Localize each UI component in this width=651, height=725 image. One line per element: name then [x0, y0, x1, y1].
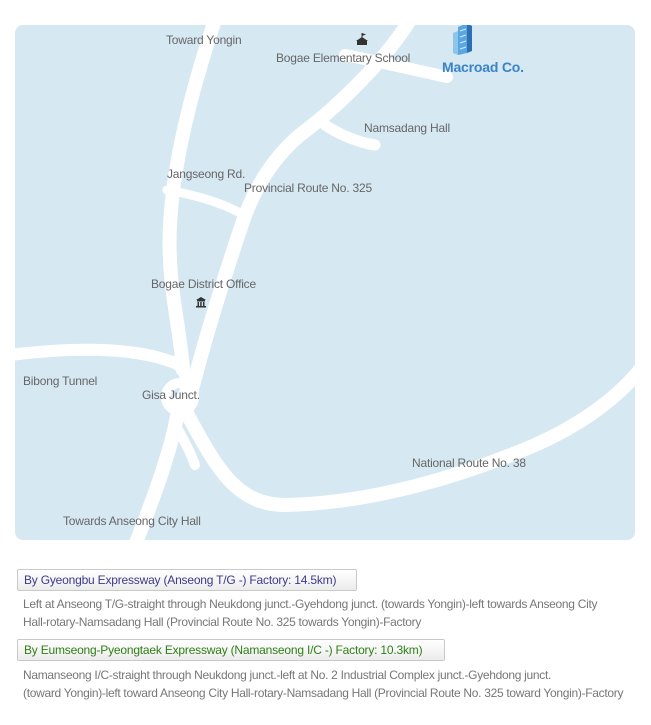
- road-network: [15, 25, 635, 540]
- road-gisa-fork: [170, 418, 200, 470]
- route-heading-eumseong: By Eumseong-Pyeongtaek Expressway (Naman…: [17, 639, 445, 661]
- label-jangseong: Jangseong Rd.: [167, 167, 246, 181]
- label-national-route: National Route No. 38: [412, 456, 526, 470]
- building-icon: [453, 25, 472, 55]
- label-gisa-junct: Gisa Junct.: [142, 388, 200, 402]
- label-bibong-tunnel: Bibong Tunnel: [23, 374, 98, 388]
- route-line: (toward Yongin)-left toward Anseong City…: [23, 686, 624, 700]
- route-line: Hall-rotary-Namsadang Hall (Provincial R…: [23, 615, 422, 629]
- label-bogae-school: Bogae Elementary School: [276, 51, 411, 65]
- road-to-company: [339, 49, 453, 83]
- label-namsadang: Namsadang Hall: [364, 121, 450, 135]
- route-heading-gyeongbu: By Gyeongbu Expressway (Anseong T/G -) F…: [17, 569, 357, 591]
- road-national-38: [178, 365, 635, 512]
- label-toward-yongin: Toward Yongin: [166, 33, 242, 47]
- school-icon: [356, 33, 368, 45]
- route-map: Toward Yongin Bogae Elementary School Ma…: [15, 25, 635, 540]
- district-office-icon: [196, 297, 206, 308]
- road-toward-yongin: [162, 25, 221, 377]
- road-jangseong: [162, 185, 252, 222]
- route-description-gyeongbu: Left at Anseong T/G-straight through Neu…: [23, 595, 648, 631]
- route-line: Namanseong I/C-straight through Neukdong…: [23, 668, 552, 682]
- label-provincial-route: Provincial Route No. 325: [244, 181, 372, 195]
- label-company: Macroad Co.: [442, 59, 524, 75]
- label-anseong-hall: Towards Anseong City Hall: [63, 514, 201, 528]
- label-bogae-office: Bogae District Office: [151, 277, 256, 291]
- road-provincial-325: [180, 25, 416, 417]
- road-namsadang: [319, 119, 381, 151]
- route-description-eumseong: Namanseong I/C-straight through Neukdong…: [23, 666, 648, 702]
- route-line: Left at Anseong T/G-straight through Neu…: [23, 597, 598, 611]
